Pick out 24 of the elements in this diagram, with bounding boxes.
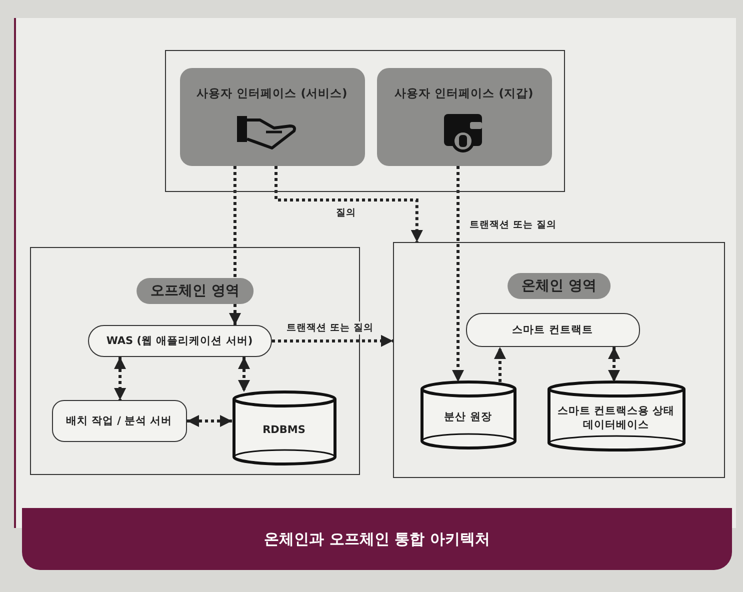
region-label: 온체인 영역 [508, 273, 610, 299]
interface-box [376, 68, 552, 166]
database-cylinder: 분산 원장 [420, 380, 516, 450]
server-box: WAS (웹 애플리케이션 서버) [88, 324, 272, 356]
arrow [494, 347, 506, 382]
database-cylinder: RDBMS [232, 390, 336, 466]
arrow [229, 166, 241, 325]
arrow [187, 415, 232, 427]
interface-box [180, 68, 364, 166]
group-box [165, 50, 565, 192]
region-box [393, 242, 725, 478]
arrow [608, 347, 620, 382]
arrow [272, 334, 393, 347]
caption-band: 온체인과 오프체인 통합 아키텍처 [22, 508, 732, 570]
server-box: 스마트 컨트랙트 [466, 312, 640, 346]
server-box: 배치 작업 / 분석 서버 [52, 400, 186, 442]
arrow [114, 357, 126, 400]
arrow [238, 357, 250, 392]
arrow [452, 166, 464, 382]
arrow [274, 166, 423, 242]
database-cylinder: 스마트 컨트랙스용 상태 데이터베이스 [546, 380, 686, 452]
region-label: 오프체인 영역 [136, 278, 254, 304]
box-title: 사용자 인터페이스 (지갑) [394, 86, 534, 100]
box-title: 사용자 인터페이스 (서비스) [196, 86, 348, 100]
